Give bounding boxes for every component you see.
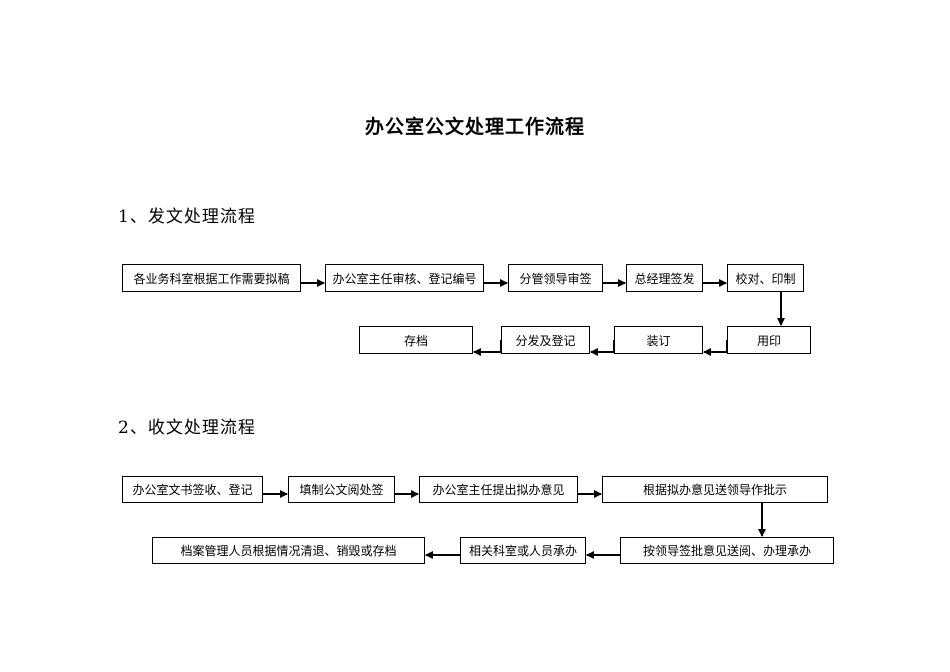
flow-step-records-disposal: 档案管理人员根据情况清退、销毁或存档 [152, 537, 425, 564]
flow-step-gm-sign: 总经理签发 [626, 264, 703, 292]
flow-step-leader-approval: 分管领导审签 [508, 264, 603, 292]
flow-step-fill-slip: 填制公文阅处签 [288, 476, 395, 503]
page-title: 办公室公文处理工作流程 [364, 116, 585, 138]
flow-step-director-opinion: 办公室主任提出拟办意见 [419, 476, 578, 503]
flow-step-circulate-handle: 按领导签批意见送阅、办理承办 [620, 537, 834, 564]
flow-step-bind: 装订 [614, 326, 703, 354]
arrow-connector [703, 340, 728, 356]
flow-step-leader-instruction: 根据拟办意见送领导作批示 [602, 476, 828, 503]
arrow-connector [473, 340, 502, 356]
flow-step-stamp: 用印 [727, 326, 811, 354]
flow-step-distribute-register: 分发及登记 [501, 326, 590, 354]
flow-step-office-review: 办公室主任审核、登记编号 [325, 264, 484, 292]
arrow-connector [590, 340, 615, 356]
flow-step-receive-register: 办公室文书签收、登记 [122, 476, 263, 503]
flow-step-archive: 存档 [359, 326, 473, 354]
flow-step-draft: 各业务科室根据工作需要拟稿 [122, 264, 301, 292]
flow-step-proofread-print: 校对、印制 [727, 264, 804, 292]
flow-step-department-handle: 相关科室或人员承办 [460, 537, 586, 564]
section-heading-incoming: 2、收文处理流程 [118, 418, 256, 438]
section-heading-outgoing: 1、发文处理流程 [118, 207, 256, 227]
